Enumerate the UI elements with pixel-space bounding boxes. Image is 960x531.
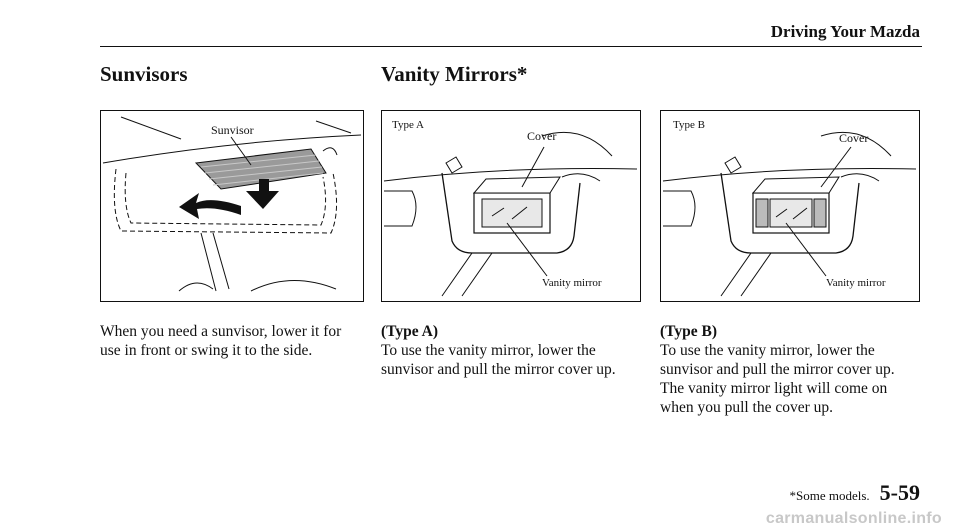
sunvisors-heading: Sunvisors: [100, 62, 188, 86]
type-a-cover-label: Cover: [527, 129, 557, 143]
page-number: 5-59: [879, 480, 920, 505]
sunvisor-figure: Sunvisor: [100, 110, 364, 302]
type-b-figure: Type B Cover Vanity mirror: [660, 110, 920, 302]
type-b-subheading: (Type B): [660, 323, 717, 340]
sunvisor-illustration: [102, 116, 362, 292]
type-a-illustration: [383, 131, 638, 297]
type-a-body: To use the vanity mirror, lower the sunv…: [381, 342, 616, 378]
watermark: carmanualsonline.info: [765, 510, 942, 527]
type-b-illustration: [662, 131, 917, 297]
type-a-text: (Type A) To use the vanity mirror, lower…: [381, 322, 643, 379]
type-b-figure-title: Type B: [673, 119, 705, 131]
sunvisor-callout-label: Sunvisor: [211, 123, 254, 137]
type-a-figure-title: Type A: [392, 119, 424, 131]
type-b-cover-label: Cover: [839, 131, 869, 145]
type-a-mirror-label: Vanity mirror: [542, 277, 602, 289]
type-a-figure: Type A Cover Vanity mirror: [381, 110, 641, 302]
footnote: *Some models.: [789, 488, 870, 503]
page-footer: *Some models. 5-59: [790, 480, 921, 506]
type-b-text: (Type B) To use the vanity mirror, lower…: [660, 322, 922, 417]
running-header: Driving Your Mazda: [770, 22, 920, 41]
type-a-subheading: (Type A): [381, 323, 438, 340]
type-b-body: To use the vanity mirror, lower the sunv…: [660, 342, 895, 416]
sunvisors-body: When you need a sunvisor, lower it for u…: [100, 323, 342, 359]
header-rule: [100, 46, 922, 47]
vanity-mirrors-heading: Vanity Mirrors*: [381, 62, 528, 86]
type-b-mirror-label: Vanity mirror: [826, 277, 886, 289]
